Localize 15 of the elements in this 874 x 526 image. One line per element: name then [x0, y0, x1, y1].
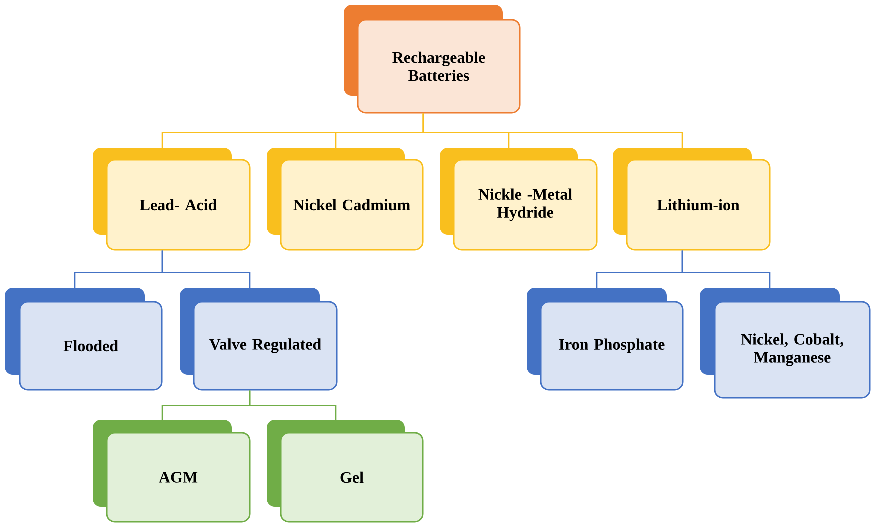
- box: Gel: [267, 420, 424, 523]
- box: Nickle -Metal Hydride: [440, 148, 598, 251]
- box: AGM: [93, 420, 251, 523]
- connector: [682, 250, 771, 288]
- box: Lead- Acid: [93, 148, 251, 251]
- connector: [422, 114, 684, 148]
- box: Valve Regulated: [180, 288, 338, 391]
- connector: [162, 250, 251, 288]
- box: Nickel, Cobalt, Manganese: [700, 288, 871, 399]
- box: Nickel Cadmium: [267, 148, 424, 251]
- connector: [249, 390, 337, 420]
- box: Rechargeable Batteries: [344, 5, 521, 114]
- box: Iron Phosphate: [527, 288, 684, 391]
- box: Lithium-ion: [613, 148, 771, 251]
- box: Flooded: [5, 288, 163, 391]
